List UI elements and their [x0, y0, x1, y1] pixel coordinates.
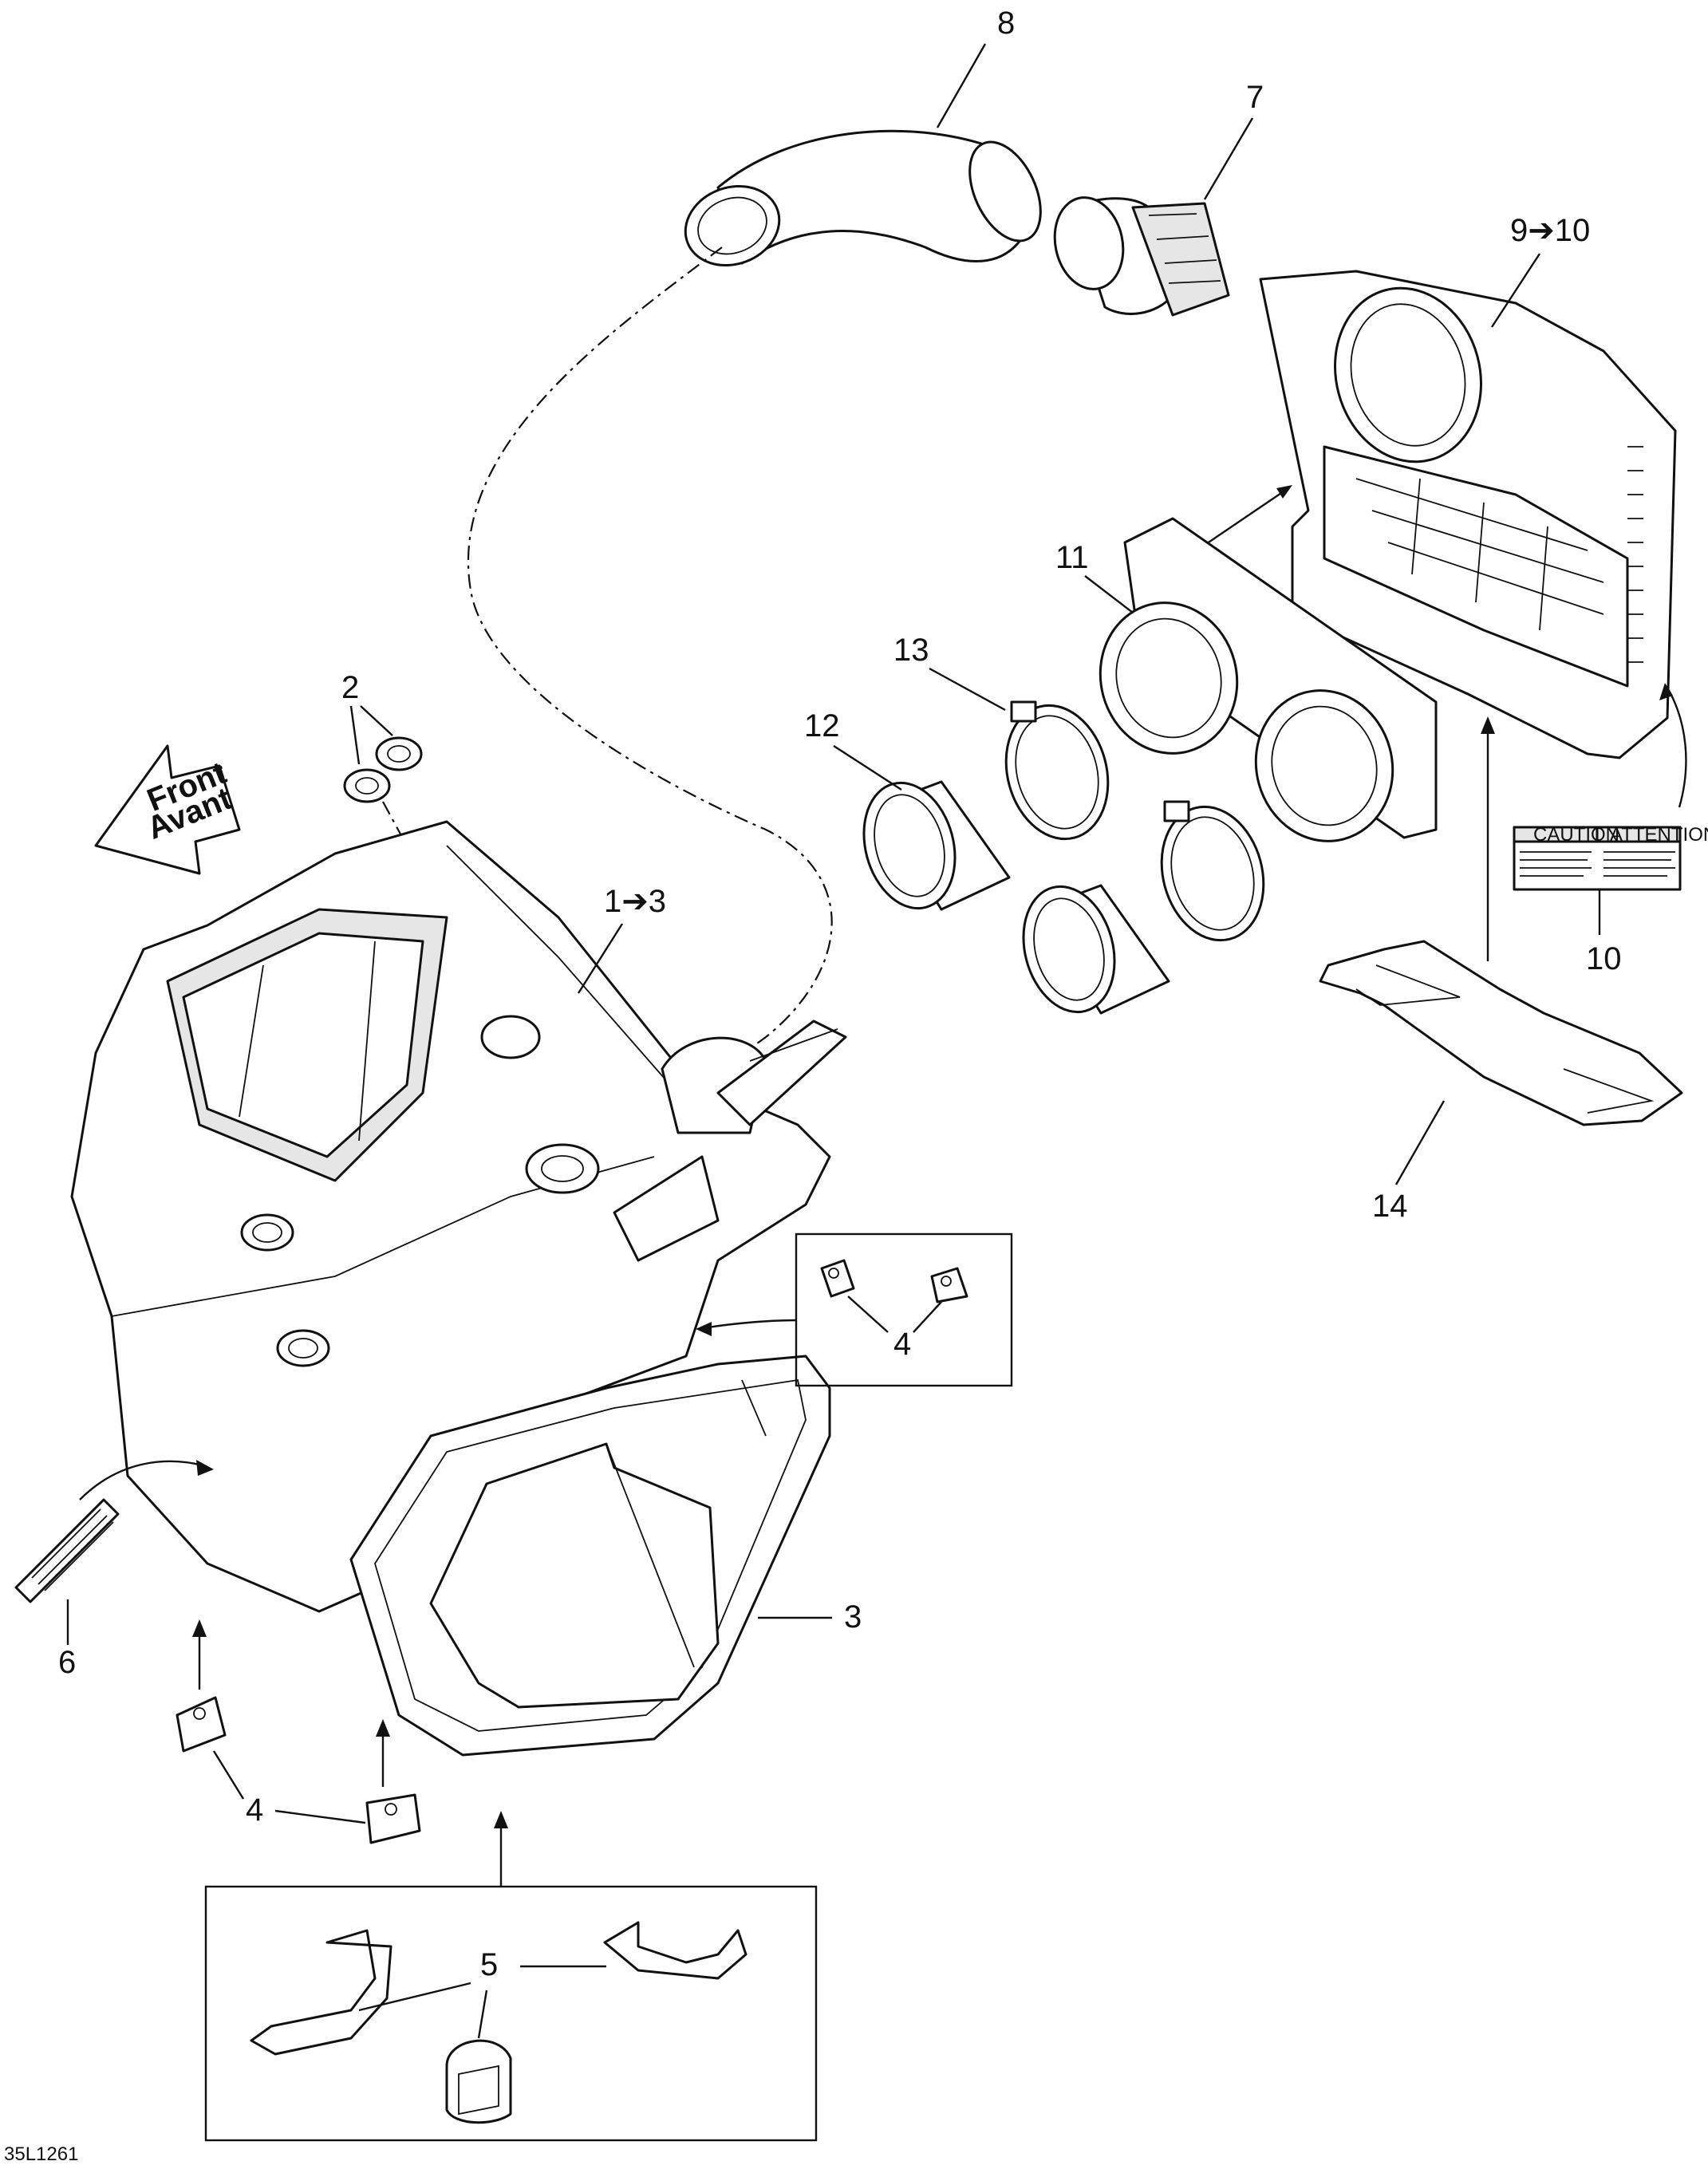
arrowhead-14 — [1481, 716, 1495, 734]
decal-attention-text: ATTENTION — [1610, 824, 1708, 846]
callout-13: 13 — [893, 633, 929, 668]
part-11-silencer-base — [1099, 517, 1438, 842]
diagram-reference-code: 35L1261 — [4, 2143, 78, 2165]
part-13-clamps — [1004, 700, 1265, 942]
callout-14: 14 — [1372, 1189, 1408, 1224]
callout-11: 11 — [1055, 540, 1089, 575]
assembly-arrow-6 — [79, 1460, 207, 1501]
part-12-couplers — [862, 780, 1170, 1015]
callout-3: 3 — [844, 1599, 862, 1635]
part-7-adaptor — [1053, 196, 1230, 317]
arrowhead-6 — [196, 1460, 214, 1476]
leader-4-bottom-a — [212, 1750, 245, 1800]
hose-routing-dashed-line — [467, 246, 833, 1086]
leader-5-a — [358, 1982, 471, 2012]
front-direction-arrow: Front Avant — [94, 744, 241, 875]
detail-box-part-4 — [795, 1232, 1013, 1387]
detail-box-part-5 — [204, 1885, 818, 2142]
part-8-intake-hose — [684, 129, 1042, 267]
part-14-filter — [1319, 940, 1683, 1126]
leader-9-10 — [1490, 253, 1541, 328]
part-2-grommets — [343, 736, 423, 803]
part-4-rubber-pads-detail — [820, 1259, 968, 1303]
leader-2a — [349, 705, 361, 765]
callout-9-10: 9➔10 — [1510, 213, 1590, 248]
assembly-arrow-11-to-9 — [1196, 487, 1289, 551]
leader-5-c — [477, 1990, 488, 2039]
callout-6: 6 — [58, 1645, 76, 1680]
callout-4-right: 4 — [893, 1327, 911, 1362]
arrowhead-4-b — [376, 1719, 390, 1737]
callout-10: 10 — [1586, 941, 1622, 976]
part-4-rubber-pads-bottom — [176, 1696, 421, 1844]
callout-5: 5 — [480, 1947, 498, 1982]
arrowhead-4-a — [192, 1619, 207, 1637]
leader-1-3 — [577, 923, 624, 994]
part-6-warning-decal — [14, 1498, 120, 1603]
callout-2: 2 — [341, 670, 359, 705]
leader-4-right-a — [847, 1295, 889, 1333]
arrowhead-11-to-9 — [1276, 485, 1292, 499]
arrowhead-4-right — [696, 1322, 712, 1336]
callout-12: 12 — [804, 708, 840, 743]
part-3-silencer-outlet — [349, 1355, 831, 1757]
callout-8: 8 — [997, 6, 1015, 41]
part-9-silencer-cover — [1259, 270, 1677, 759]
callout-1-3: 1➔3 — [604, 884, 666, 919]
leader-2b — [360, 705, 393, 736]
leader-7 — [1203, 117, 1254, 200]
leader-13 — [929, 667, 1006, 712]
callout-7: 7 — [1246, 80, 1264, 115]
assembly-arrow-10 — [1666, 687, 1687, 808]
part-5-clips — [250, 1921, 747, 2124]
part-10-caution-decal: CAUTION ATTENTION — [1513, 824, 1708, 891]
leader-4-right-b — [913, 1301, 942, 1333]
leader-4-bottom-b — [274, 1809, 366, 1824]
leader-11 — [1084, 575, 1134, 613]
decal-caution-text: CAUTION — [1533, 824, 1619, 846]
assembly-arrow-4-right — [703, 1319, 797, 1330]
arrowhead-10 — [1659, 683, 1673, 700]
leader-14 — [1394, 1100, 1446, 1185]
part-1-intake-silencer-body — [70, 820, 847, 1613]
leader-8 — [936, 43, 987, 128]
callout-4-bottom: 4 — [246, 1792, 263, 1828]
leader-12 — [833, 744, 902, 791]
arrowhead-5 — [494, 1811, 508, 1828]
